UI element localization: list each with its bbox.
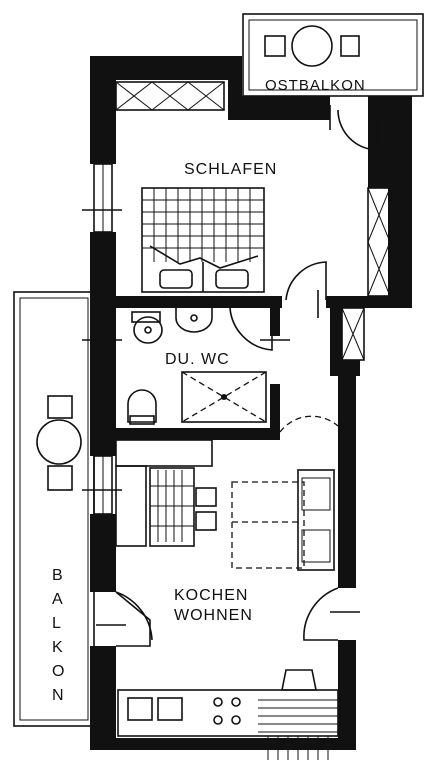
sink-right	[157, 697, 183, 721]
door-bath	[229, 307, 290, 351]
window-east-bath	[341, 307, 365, 361]
dining-table	[231, 481, 305, 569]
entrance-stairs	[258, 669, 338, 760]
toilet-top	[131, 311, 163, 344]
balkon-letter-k: K	[52, 639, 64, 656]
west-balcony	[13, 291, 95, 727]
balcony-chair-bottom	[47, 465, 73, 491]
kitchen-row-bottom	[117, 689, 339, 737]
door-east-balcony	[329, 95, 379, 151]
door-bedroom	[285, 261, 327, 318]
balcony-table	[291, 25, 333, 67]
hotplate-2	[231, 697, 241, 707]
shower-tray	[181, 371, 267, 423]
label-kochen: KOCHEN	[174, 587, 248, 604]
door-entrance	[303, 587, 360, 641]
balkon-letter-l: L	[52, 615, 62, 632]
balkon-letter-b: B	[52, 567, 64, 584]
armchair	[149, 467, 217, 547]
washbasin	[175, 308, 213, 333]
balkon-letter-o: O	[52, 663, 65, 680]
label-schlafen: SCHLAFEN	[184, 161, 277, 178]
balkon-letter-n: N	[52, 687, 65, 704]
label-balkon-vertical: B A L K O N	[52, 567, 65, 704]
balcony-chair-right	[340, 35, 360, 57]
double-bed	[141, 187, 265, 293]
walls	[90, 56, 412, 750]
label-du-wc: DU. WC	[165, 351, 230, 368]
balcony-round-table	[36, 419, 82, 465]
sofa	[115, 439, 213, 547]
hotplate-4	[231, 715, 241, 725]
hotplate-1	[213, 697, 223, 707]
pillow-left	[159, 269, 193, 289]
sink-left	[127, 697, 153, 721]
label-ostbalkon: OSTBALKON	[265, 77, 366, 94]
window-east-bedroom	[367, 187, 391, 297]
door-west-balcony	[96, 591, 153, 647]
balcony-chair-left	[264, 35, 286, 57]
hotplate-3	[213, 715, 223, 725]
balcony-chair-top	[47, 395, 73, 419]
window-top-bedroom	[115, 81, 225, 111]
window-west-bedroom	[82, 163, 122, 233]
balkon-letter-a: A	[52, 591, 64, 608]
door-kitchen-bath-arc	[279, 415, 339, 433]
kitchen-counter-right	[297, 469, 335, 571]
toilet-bottom	[127, 389, 157, 425]
label-wohnen: WOHNEN	[174, 607, 253, 624]
pillow-right	[215, 269, 249, 289]
